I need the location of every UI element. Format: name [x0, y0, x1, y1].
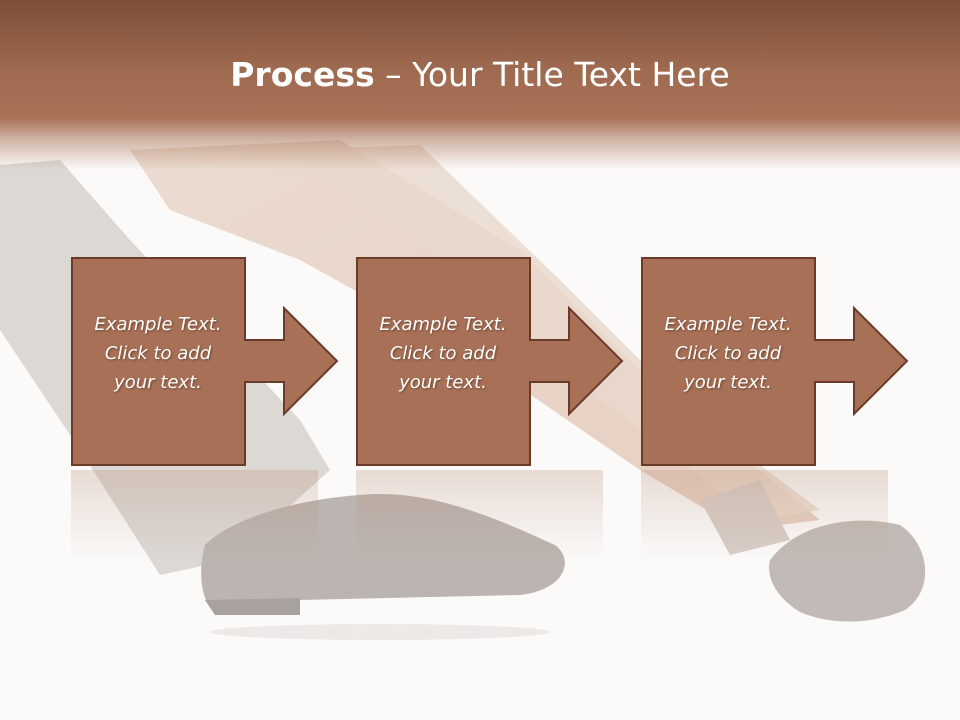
step-text-2: Example Text. Click to add your text. — [356, 310, 530, 397]
step-line: Click to add — [674, 343, 782, 364]
step-line: your text. — [684, 372, 772, 393]
arrow-shape-3 — [641, 257, 909, 466]
process-step-1[interactable]: Example Text. Click to add your text. — [71, 257, 339, 467]
arrow-shape-2 — [356, 257, 624, 466]
step-line: Example Text. — [664, 314, 792, 335]
title-rest: – Your Title Text Here — [374, 55, 730, 94]
step-line: Example Text. — [94, 314, 222, 335]
arrow-shape-1 — [71, 257, 339, 466]
step-line: your text. — [399, 372, 487, 393]
step-reflection-3 — [641, 470, 888, 560]
step-line: Click to add — [104, 343, 212, 364]
step-line: Click to add — [389, 343, 497, 364]
process-step-3[interactable]: Example Text. Click to add your text. — [641, 257, 909, 467]
step-reflection-1 — [71, 470, 318, 560]
step-reflection-2 — [356, 470, 603, 560]
process-step-2[interactable]: Example Text. Click to add your text. — [356, 257, 624, 467]
step-text-1: Example Text. Click to add your text. — [71, 310, 245, 397]
step-line: your text. — [114, 372, 202, 393]
step-text-3: Example Text. Click to add your text. — [641, 310, 815, 397]
title-banner — [0, 0, 960, 170]
step-line: Example Text. — [379, 314, 507, 335]
slide-title: Process – Your Title Text Here — [0, 55, 960, 94]
title-bold: Process — [230, 55, 375, 94]
